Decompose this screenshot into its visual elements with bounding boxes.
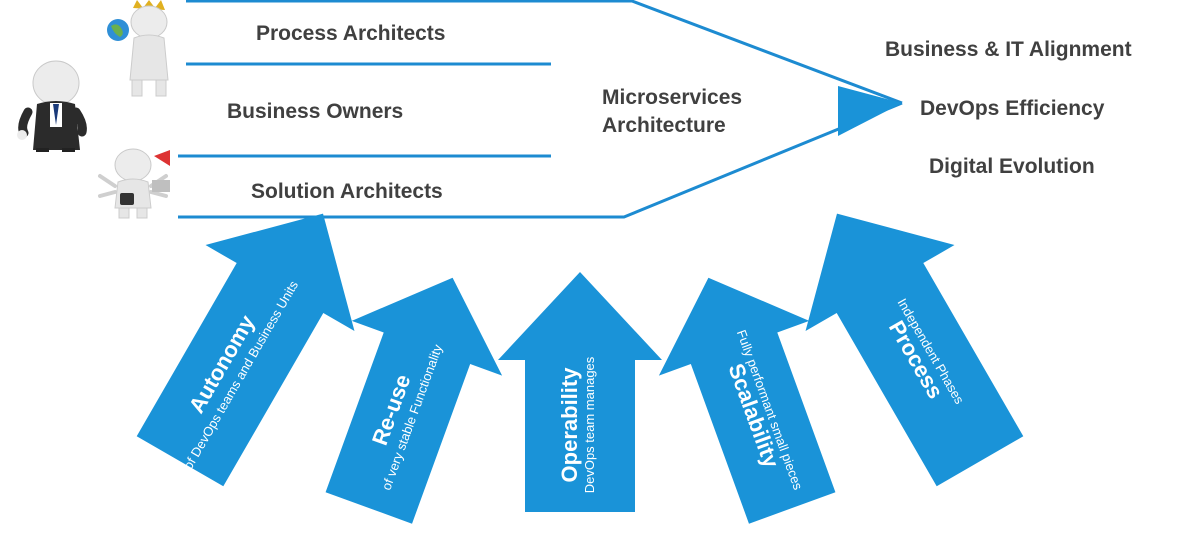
pillar-arrow-scalability: Scalability Fully performant small piece… bbox=[658, 277, 836, 524]
businessman-figure bbox=[17, 60, 87, 152]
multitasking-figure bbox=[98, 148, 170, 219]
role-process-architects: Process Architects bbox=[256, 22, 446, 45]
outcome-evolution: Digital Evolution bbox=[929, 155, 1095, 178]
outcome-efficiency: DevOps Efficiency bbox=[920, 97, 1105, 120]
king-figure bbox=[107, 0, 169, 97]
funnel-tip bbox=[838, 86, 902, 136]
hub-label-line1: Microservices bbox=[602, 86, 743, 109]
pillar-arrow-process: Process Independent Phases bbox=[805, 213, 1024, 487]
hub-label-line2: Architecture bbox=[602, 114, 726, 137]
outcome-alignment: Business & IT Alignment bbox=[885, 38, 1132, 61]
operability-title: Operability bbox=[557, 367, 582, 483]
role-solution-architects: Solution Architects bbox=[251, 180, 443, 203]
hub-label: Microservices Architecture bbox=[602, 84, 742, 140]
funnel-bottom-line bbox=[178, 101, 903, 219]
pillar-arrow-operability: Operability DevOps team manages bbox=[498, 272, 662, 512]
operability-subtitle: DevOps team manages bbox=[582, 356, 597, 493]
funnel-top-line bbox=[186, 0, 903, 105]
role-business-owners: Business Owners bbox=[227, 100, 404, 123]
